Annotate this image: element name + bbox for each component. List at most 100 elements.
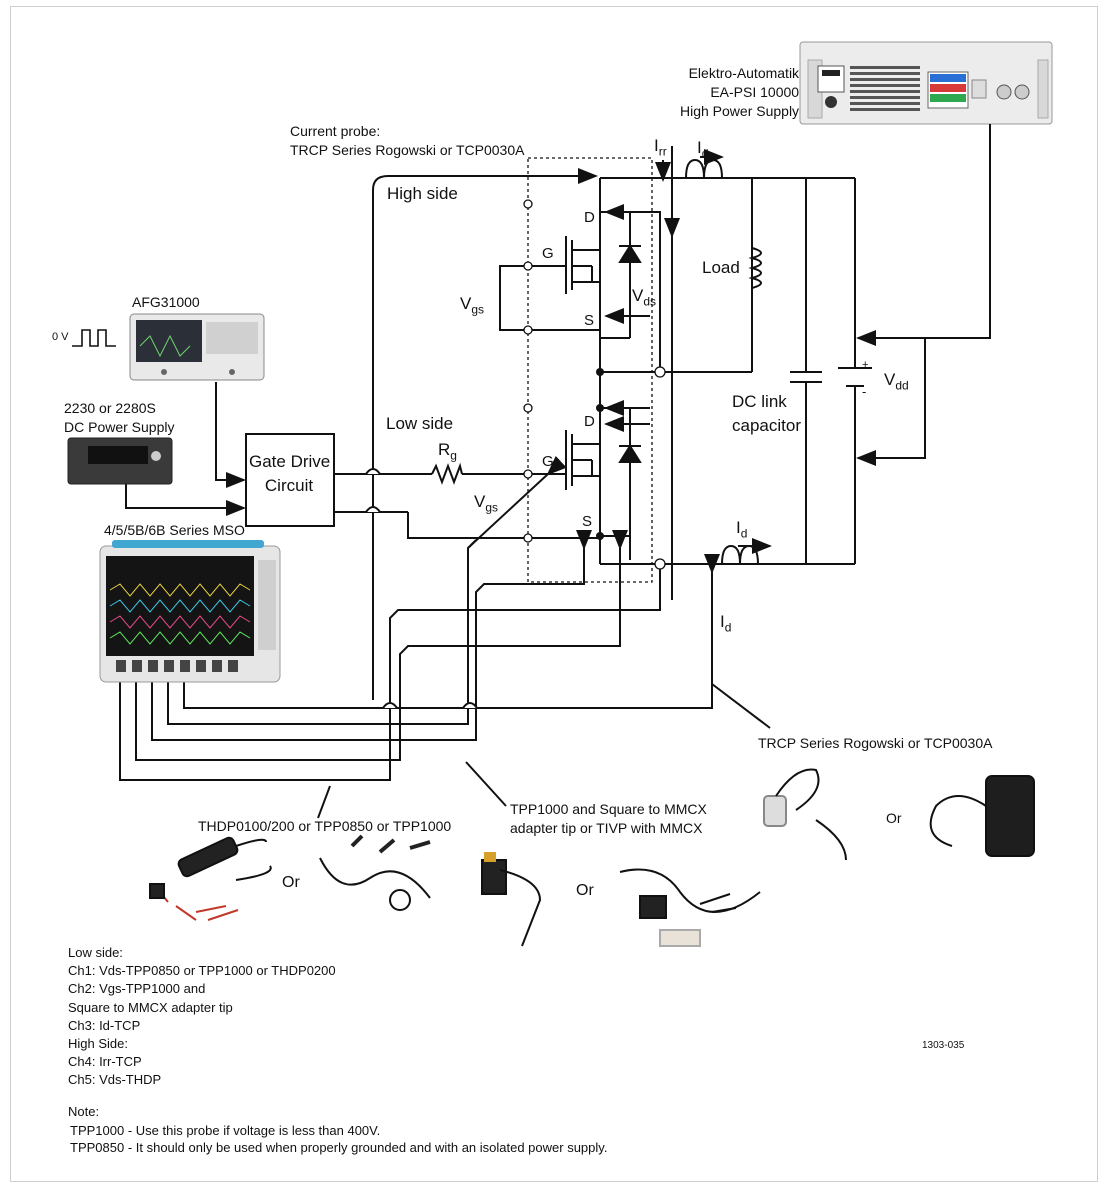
- vds-main: V: [632, 286, 644, 305]
- irr-sub: rr: [658, 144, 667, 159]
- dc-link-label: DC link capacitor: [732, 390, 801, 438]
- dc-supply-desc: DC Power Supply: [64, 419, 175, 435]
- gate-drive-line2: Circuit: [264, 476, 314, 495]
- figure-frame: [10, 6, 1098, 1182]
- afg-device: [129, 313, 265, 381]
- current-probe-label: Current probe: TRCP Series Rogowski or T…: [290, 122, 524, 160]
- note-line: Ch5: Vds-THDP: [68, 1072, 162, 1088]
- dc-supply-model: 2230 or 2280S: [64, 400, 156, 416]
- drain-label-low: D: [584, 413, 595, 430]
- supply-name: Elektro-Automatik: [688, 65, 800, 81]
- diodes: [618, 244, 642, 463]
- tcp-probe-image: [929, 775, 1035, 857]
- probe-illustrations: [149, 768, 1035, 947]
- id-high-label: Id: [697, 138, 708, 160]
- tpp0850-probe-image: [319, 834, 431, 911]
- id-low-sub: d: [740, 526, 748, 541]
- power-supply-device: [799, 41, 1053, 125]
- dc-link-line1: DC link: [732, 392, 787, 411]
- low-side-label: Low side: [386, 414, 454, 433]
- minus-sign: -: [862, 384, 866, 399]
- vgs-high-label: Vgs: [460, 294, 484, 316]
- load-label: Load: [702, 258, 740, 277]
- svg-text:8.888 8.888: 8.888 8.888: [92, 452, 145, 463]
- afg-label: AFG31000: [132, 294, 200, 310]
- load-inductor: [748, 247, 762, 289]
- dc-supply-label: 2230 or 2280S DC Power Supply: [64, 399, 175, 437]
- probe-points: [523, 199, 666, 570]
- id-low-main: I: [736, 518, 741, 537]
- id-high-sub: d: [701, 146, 709, 161]
- junction-dots: [596, 368, 604, 540]
- tpp1000-line1: TPP1000 and Square to MMCX: [510, 801, 707, 817]
- figure-id: 1303-035: [922, 1040, 965, 1051]
- or-label-1: Or: [282, 874, 300, 891]
- vgs-low-main: V: [474, 492, 486, 511]
- probe-boundary: [527, 157, 653, 583]
- irr-label: Irr: [654, 136, 667, 158]
- note-line: High Side:: [68, 1036, 128, 1052]
- id-high-main: I: [697, 138, 702, 157]
- channel-notes: Low side: Ch1: Vds-TPP0850 or TPP1000 or…: [68, 944, 336, 1090]
- gate-resistor: [431, 462, 463, 485]
- circuit-wires: [119, 124, 991, 819]
- vdd-label: Vdd: [884, 370, 909, 392]
- dc-power-supply-device: 8.888 8.888: [67, 437, 173, 485]
- drain-label-high: D: [584, 209, 595, 226]
- or-label-3: Or: [886, 810, 902, 826]
- vdd-main: V: [884, 370, 896, 389]
- current-probe-models: TRCP Series Rogowski or TCP0030A: [290, 142, 525, 158]
- symbol-labels: G D S G D S + -: [542, 209, 868, 530]
- or-label-2: Or: [576, 882, 594, 899]
- id-probe-sub: d: [724, 620, 732, 635]
- note-line: Ch2: Vgs-TPP1000 and: [68, 981, 206, 997]
- current-probe-title: Current probe:: [290, 123, 381, 139]
- vgs-high-sub: gs: [471, 302, 485, 317]
- square-wave-icon: [72, 329, 116, 347]
- supply-label: Elektro-Automatik EA-PSI 10000 High Powe…: [680, 64, 799, 121]
- wire-hops: [365, 468, 478, 709]
- mso-label: 4/5/5B/6B Series MSO: [104, 522, 245, 538]
- gate-drive-label: Gate Drive Circuit: [249, 450, 331, 498]
- note-tpp1000: TPP1000 - Use this probe if voltage is l…: [70, 1123, 381, 1138]
- tpp1000-line2: adapter tip or TIVP with MMCX: [510, 820, 703, 836]
- thdp-probe-image: [149, 836, 272, 921]
- gate-drive-line1: Gate Drive: [249, 452, 331, 471]
- tpp1000-probe-label: TPP1000 and Square to MMCX adapter tip o…: [510, 800, 707, 838]
- note-title: Note:: [68, 1104, 100, 1119]
- tivp-probe-image: [619, 868, 761, 947]
- vgs-high-main: V: [460, 294, 472, 313]
- vds-sub: ds: [643, 294, 657, 309]
- source-label-high: S: [584, 312, 594, 329]
- note-line: Ch3: Id-TCP: [68, 1017, 141, 1033]
- oscilloscope-device: [99, 540, 281, 683]
- source-label-low: S: [582, 513, 592, 530]
- tpp1000-probe-image: [481, 852, 542, 947]
- supply-desc: High Power Supply: [680, 103, 800, 119]
- plus-sign: +: [862, 359, 868, 371]
- thdp-probe-label: THDP0100/200 or TPP0850 or TPP1000: [198, 818, 452, 834]
- rg-label: Rg: [438, 440, 457, 462]
- id-probe-main: I: [720, 612, 725, 631]
- id-probe-label: Id: [720, 612, 731, 634]
- irr-main: I: [654, 136, 659, 155]
- note-tpp0850: TPP0850 - It should only be used when pr…: [70, 1140, 608, 1155]
- note-line: Ch1: Vds-TPP0850 or TPP1000 or THDP0200: [68, 963, 336, 979]
- gate-label-high: G: [542, 245, 554, 262]
- rg-sub: g: [450, 448, 457, 463]
- vds-label: Vds: [632, 286, 656, 308]
- supply-model: EA-PSI 10000: [710, 84, 800, 100]
- dc-link-line2: capacitor: [732, 416, 801, 435]
- high-side-label: High side: [387, 184, 458, 203]
- vdd-sub: dd: [895, 378, 909, 393]
- note-line: Low side:: [68, 945, 123, 960]
- gate-label-low: G: [542, 453, 554, 470]
- rogowski-probe-image: [763, 768, 847, 861]
- id-low-label: Id: [736, 518, 747, 540]
- vgs-low-sub: gs: [485, 500, 499, 515]
- note-line: Ch4: Irr-TCP: [68, 1054, 142, 1070]
- note-line: Square to MMCX adapter tip: [68, 999, 233, 1015]
- vgs-low-label: Vgs: [474, 492, 498, 514]
- zero-volt-label: 0 V: [52, 331, 69, 343]
